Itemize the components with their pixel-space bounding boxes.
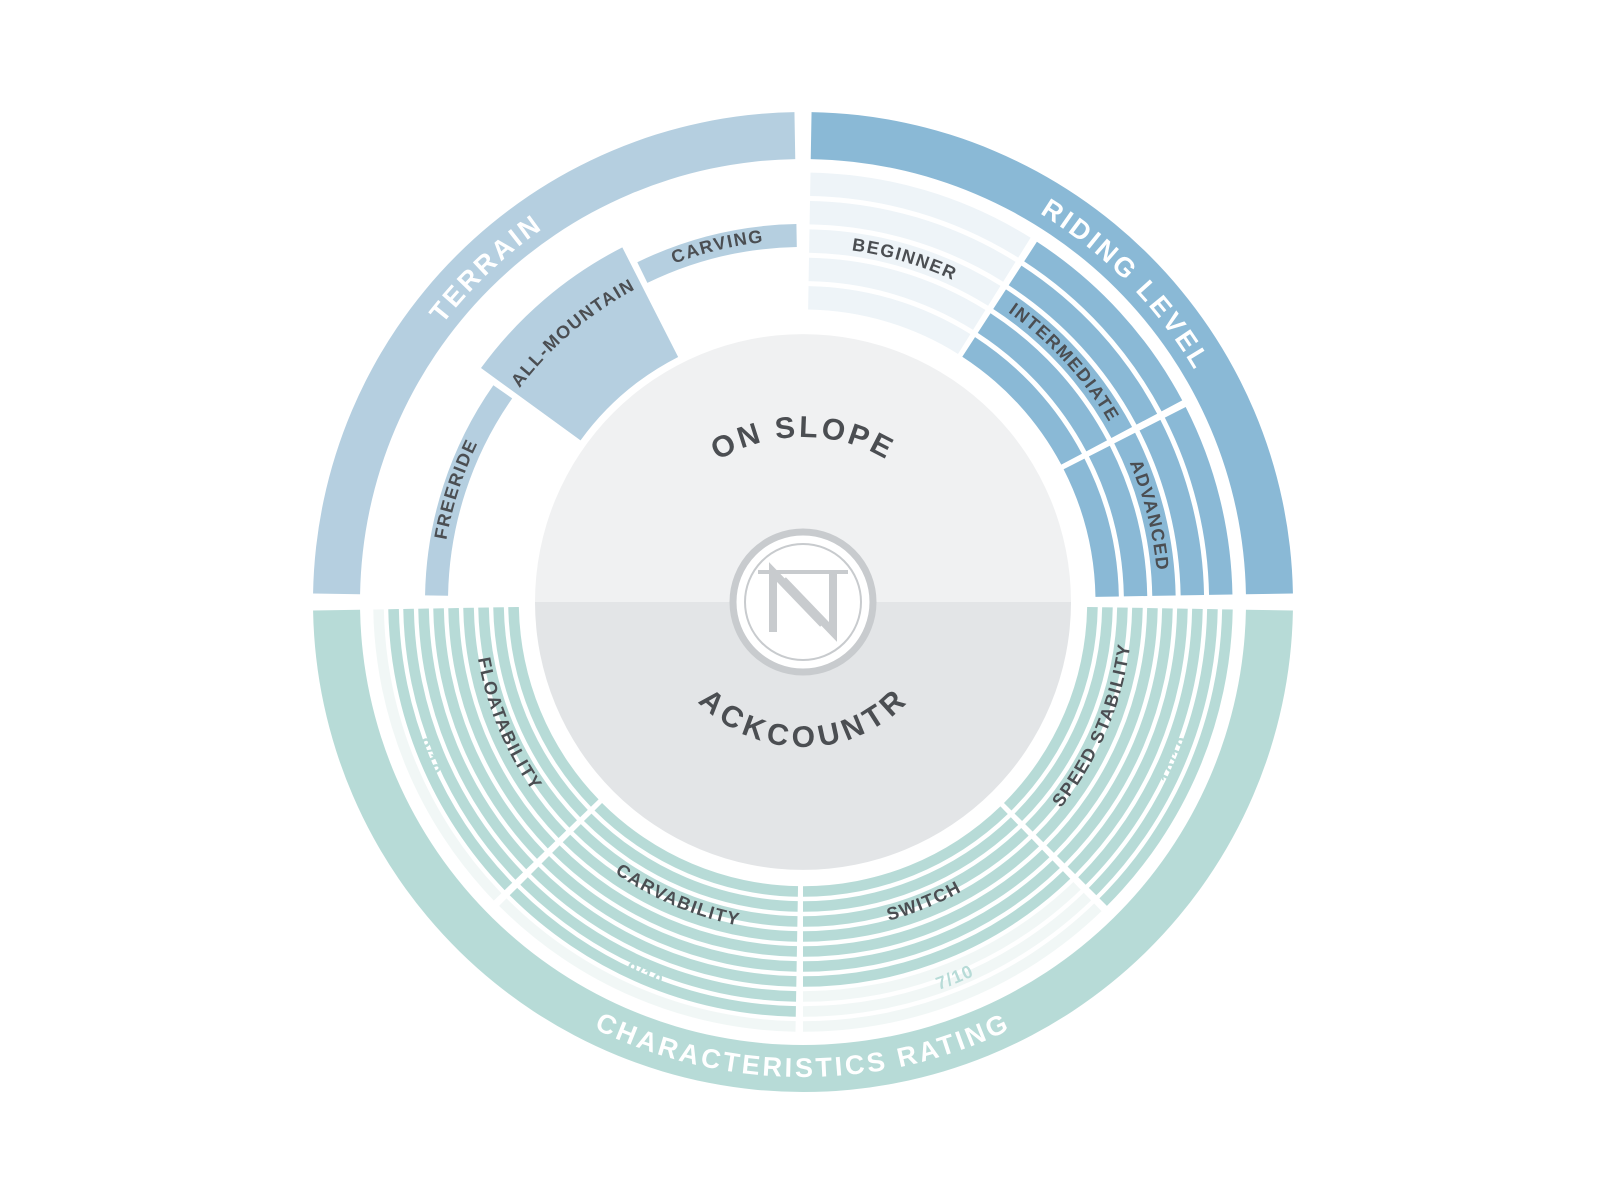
riding-level-band-beginner <box>809 200 1016 282</box>
riding-level-quadrant <box>808 172 1233 597</box>
riding-level-outer-band <box>810 112 1293 595</box>
terrain-outer-band <box>313 112 796 595</box>
characteristics-band-switch <box>803 860 1060 972</box>
characteristics-band-speed-stability <box>1046 608 1158 853</box>
characteristics-band-switch <box>803 849 1050 957</box>
characteristics-band-carvability <box>594 802 799 897</box>
characteristics-band-floatability <box>493 607 588 818</box>
characteristics-band-carvability <box>541 855 797 972</box>
characteristics-band-speed-stability <box>1003 606 1098 811</box>
riding-level-band-advanced <box>1114 432 1176 596</box>
riding-level-band-intermediate <box>993 289 1133 439</box>
characteristics-band-switch <box>803 806 1008 897</box>
characteristics-outer-band <box>313 609 1293 1093</box>
characteristics-half <box>373 606 1233 1032</box>
characteristics-band-floatability <box>418 608 534 870</box>
center-bottom-half <box>535 602 1071 870</box>
characteristics-band-floatability <box>403 608 524 880</box>
characteristics-band-carvability <box>573 824 798 927</box>
characteristics-band-carvability <box>583 813 798 912</box>
riding-level-band-advanced <box>1164 407 1233 595</box>
riding-level-band-intermediate <box>962 337 1082 465</box>
characteristics-band-speed-stability <box>1014 607 1113 822</box>
riding-level-band-beginner <box>809 229 1001 306</box>
characteristics-band-speed-stability <box>1025 607 1128 832</box>
characteristics-band-floatability <box>508 606 599 807</box>
terrain-segment-carving <box>637 224 797 283</box>
characteristics-band-switch <box>803 828 1029 927</box>
terrain-segment-freeride <box>425 385 513 596</box>
characteristics-band-switch <box>803 817 1019 912</box>
n-logo-icon <box>729 528 877 676</box>
characteristics-band-speed-stability <box>1035 607 1143 843</box>
riding-level-band-beginner <box>808 286 971 354</box>
riding-level-band-advanced <box>1063 458 1119 597</box>
riding-level-band-advanced <box>1139 419 1205 596</box>
characteristics-band-carvability <box>552 845 797 957</box>
riding-level-band-advanced <box>1088 445 1148 597</box>
terrain-segment-all-mountain <box>481 247 679 441</box>
terrain-quadrant <box>425 224 797 596</box>
riding-level-band-beginner <box>808 257 986 330</box>
riding-level-band-beginner <box>810 172 1031 258</box>
section-title-characteristics: CHARACTERISTICS RATING <box>591 1007 1015 1083</box>
riding-level-band-intermediate <box>1008 265 1158 425</box>
center-disc <box>535 334 1071 870</box>
riding-level-band-intermediate <box>977 313 1107 452</box>
terrain-label-carving: CARVING <box>669 226 765 267</box>
section-title-terrain: TERRAIN <box>424 208 548 328</box>
outer-ring <box>313 112 1293 1093</box>
center-top-half <box>535 334 1071 602</box>
characteristics-band-floatability <box>463 607 567 839</box>
riding-level-band-intermediate <box>1024 241 1183 412</box>
characteristics-band-floatability <box>433 608 545 859</box>
characteristics-band-speed-stability <box>1056 608 1173 864</box>
characteristics-band-floatability <box>478 607 577 828</box>
characteristics-band-floatability <box>448 608 556 849</box>
characteristics-band-carvability <box>562 834 798 942</box>
characteristics-band-switch <box>803 838 1040 942</box>
